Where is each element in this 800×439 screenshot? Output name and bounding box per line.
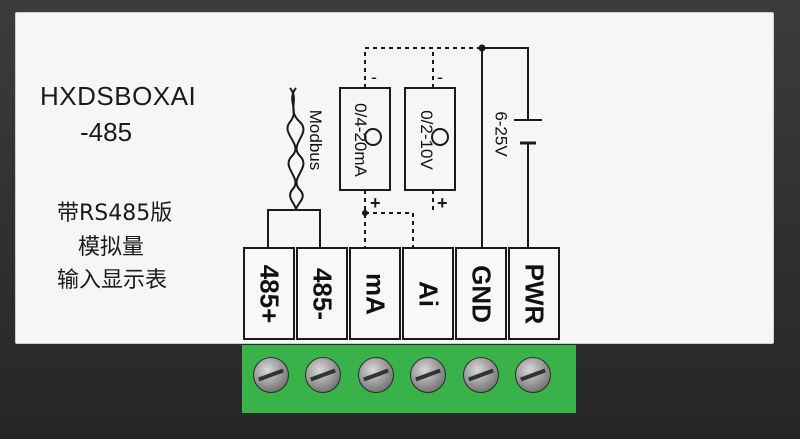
current-pot-icon [364,128,382,146]
modbus-label: Modbus [306,109,326,171]
screw-icon[interactable] [305,357,341,393]
terminal-label: mA [360,272,391,315]
current-plus-sign: + [370,193,381,213]
voltage-source-label: 0/2-10V [416,110,436,170]
terminal-label: Ai [413,280,444,307]
terminal-gnd: GND [455,247,507,340]
terminal-label: GND [466,264,497,323]
voltage-pot-icon [431,128,449,146]
screw-icon[interactable] [410,357,446,393]
voltage-minus-sign: - [437,67,443,87]
terminal-label: 485- [307,267,338,320]
screw-icon[interactable] [515,357,551,393]
screw-icon[interactable] [253,357,289,393]
product-text: 输入显示表 [57,268,168,293]
model-name: HXDSBOXAI [40,81,197,111]
voltage-plus-sign: + [437,193,448,213]
terminal-label: PWR [519,263,550,324]
terminal-ai: Ai [402,247,454,340]
current-minus-sign: - [371,67,377,87]
terminal-ma: mA [349,247,401,340]
model-suffix: -485 [80,117,133,147]
type-text: 模拟量 [78,235,145,260]
terminal-label: 485+ [254,264,285,323]
terminal-485minus: 485- [296,247,348,340]
version-text: 带RS485版 [57,201,173,226]
screw-icon[interactable] [358,357,394,393]
current-source-label: 0/4-20mA [350,103,370,177]
terminal-pwr: PWR [508,247,560,340]
terminal-485plus: 485+ [243,247,295,340]
screw-icon[interactable] [463,357,499,393]
power-range-label: 6-25V [491,111,511,157]
